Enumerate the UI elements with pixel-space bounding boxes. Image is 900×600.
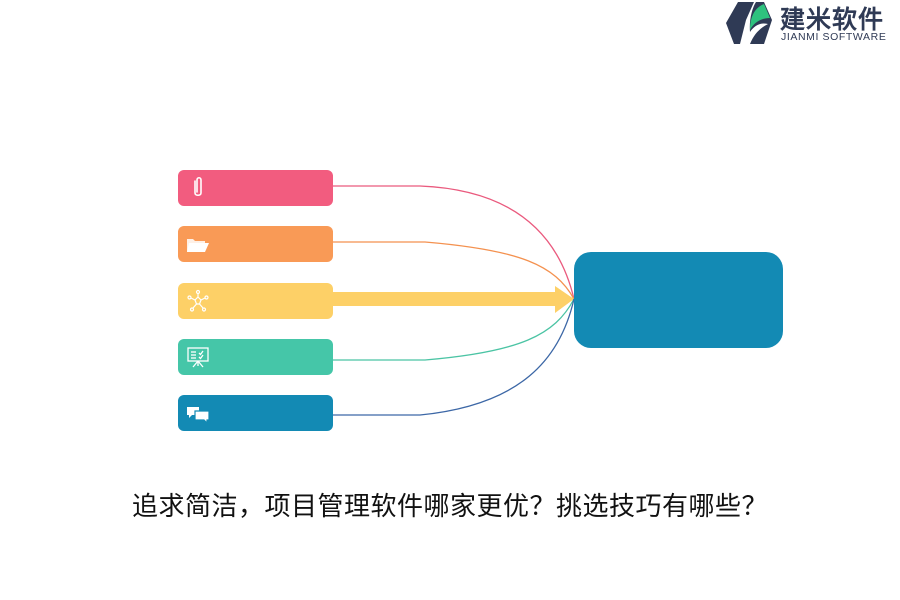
logo-english-name: JIANMI SOFTWARE: [781, 31, 887, 43]
diagram-item-5: [178, 395, 333, 431]
connector-2: [333, 241, 575, 300]
logo-chinese-name: 建米软件: [780, 5, 885, 34]
page-title: 追求简洁，项目管理软件哪家更优？挑选技巧有哪些？: [131, 492, 768, 522]
logo-mark-icon: [726, 2, 772, 44]
network-icon: [187, 289, 209, 312]
connector-1: [333, 185, 575, 300]
presentation-board-icon: [187, 347, 209, 368]
paperclip-icon: [194, 176, 202, 197]
connector-3-arrow-head: [555, 286, 574, 313]
folder-open-icon: [187, 239, 209, 252]
diagram-item-1: [178, 170, 333, 206]
connector-5: [333, 298, 575, 416]
chat-bubbles-icon: [187, 407, 210, 425]
diagram-item-2: [178, 226, 333, 262]
central-node: [574, 252, 783, 348]
connector-4: [333, 298, 575, 361]
jianmi-logo: 建米软件 JIANMI SOFTWARE: [724, 0, 900, 48]
connector-3-arrow-shaft: [333, 292, 557, 306]
diagram-item-3: [178, 283, 333, 319]
diagram-item-4: [178, 339, 333, 375]
